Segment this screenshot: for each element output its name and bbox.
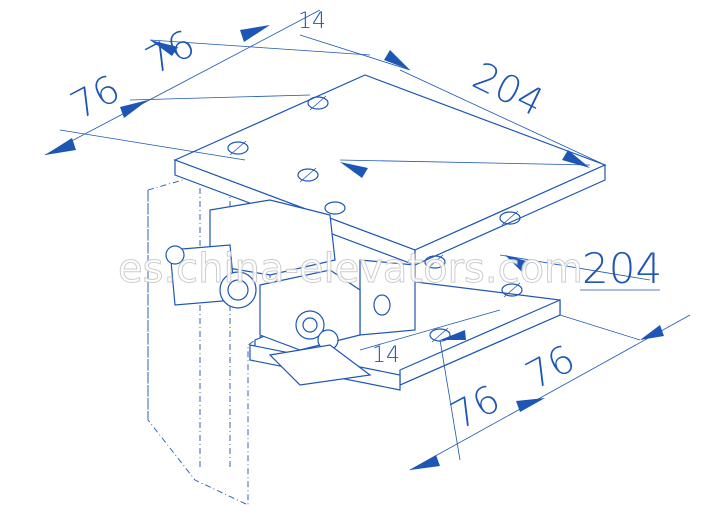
dim-76-top-a: 76 <box>64 66 127 128</box>
dim-14-bottom: 14 <box>372 343 400 368</box>
dim-76-top-b: 76 <box>139 21 202 83</box>
bracket-plate <box>147 174 271 506</box>
dimension-lines <box>44 9 691 471</box>
dim-76-bottom-a: 76 <box>444 376 507 438</box>
dim-76-bottom-b: 76 <box>519 336 582 398</box>
switch-assembly <box>165 199 372 386</box>
dim-204-top: 204 <box>466 54 550 125</box>
dim-204-right: 204 <box>582 244 662 293</box>
dim-14-top: 14 <box>298 9 326 34</box>
watermark: es.china-elevators.com <box>118 246 583 292</box>
mounting-holes <box>227 95 523 343</box>
